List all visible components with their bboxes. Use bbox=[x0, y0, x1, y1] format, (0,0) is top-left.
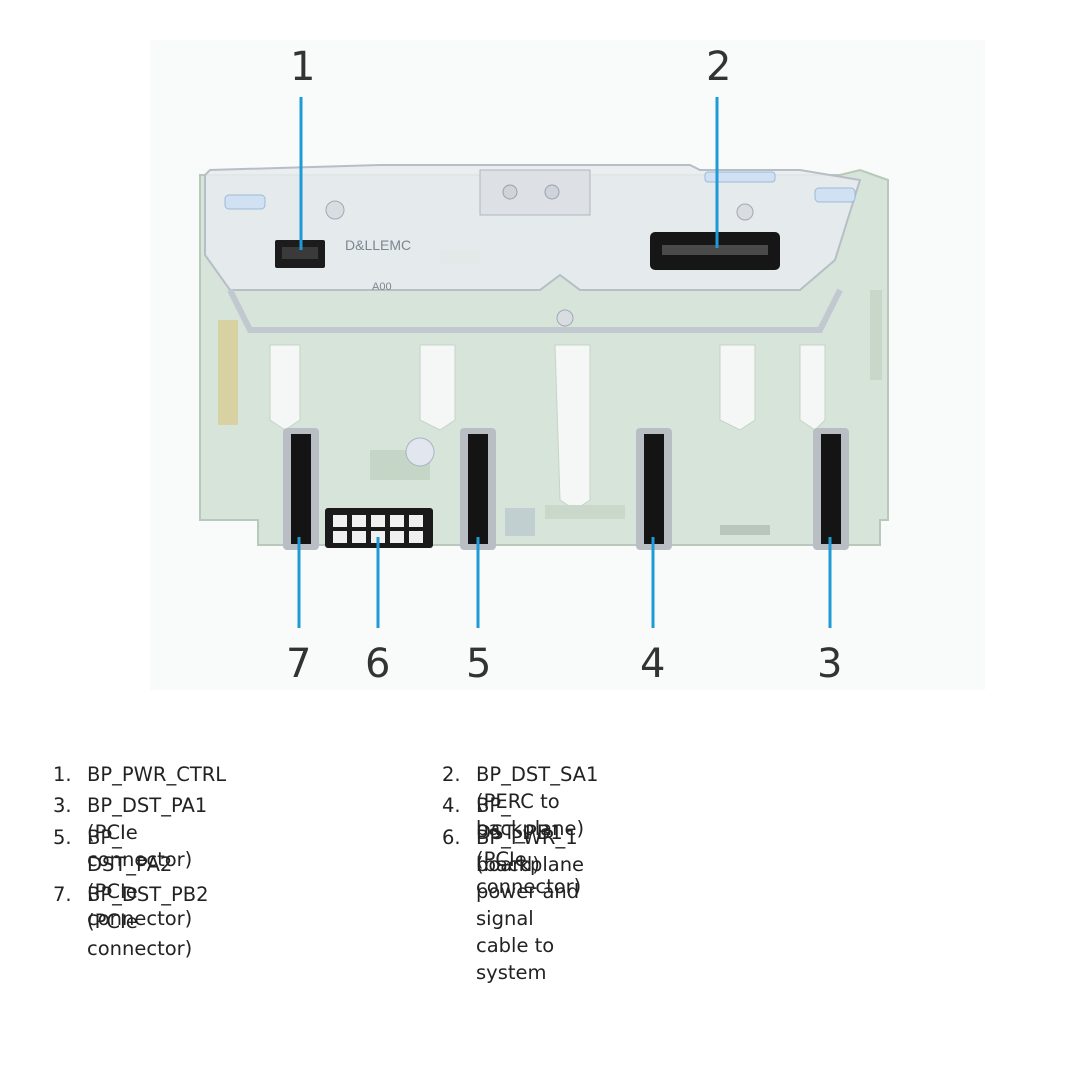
legend-number: 3. bbox=[53, 794, 72, 817]
legend-text: BP_ DST_PB1 (PCIe connector) bbox=[476, 794, 582, 898]
legend-number: 4. bbox=[442, 794, 461, 817]
callout-number-3: 3 bbox=[817, 641, 842, 687]
legend-text: BP_DST_PB2 (PCIe connector) bbox=[87, 883, 209, 960]
legend-number: 7. bbox=[53, 883, 72, 906]
callout-number-5: 5 bbox=[466, 641, 491, 687]
backplane-diagram: D&LLEMC A00 bbox=[199, 44, 889, 687]
brand-label: D&LLEMC bbox=[345, 237, 411, 253]
connector-bp-pwr-1 bbox=[325, 508, 433, 548]
legend-text: BP_PWR_1 (backplane power and signal cab… bbox=[476, 826, 585, 984]
legend-text: BP_PWR_CTRL bbox=[87, 763, 227, 786]
legend-number: 5. bbox=[53, 826, 72, 849]
connector-bp-dst-pb1 bbox=[636, 428, 672, 550]
legend-text: BP_ DST_PA2 (PCIe connector) bbox=[87, 826, 193, 930]
callout-number-7: 7 bbox=[286, 641, 311, 687]
callout-number-2: 2 bbox=[706, 44, 731, 90]
connector-bp-pwr-ctrl bbox=[275, 240, 325, 268]
legend-number: 1. bbox=[53, 763, 72, 786]
legend-number: 6. bbox=[442, 826, 461, 849]
legend-number: 2. bbox=[442, 763, 461, 786]
legend-text: board) bbox=[476, 853, 540, 876]
legend-text: BP_DST_PA1 (PCIe connector) bbox=[87, 794, 208, 871]
callout-number-4: 4 bbox=[640, 641, 665, 687]
callout-number-6: 6 bbox=[365, 641, 390, 687]
connector-bp-dst-pb2 bbox=[283, 428, 319, 550]
connector-bp-dst-sa1 bbox=[650, 232, 780, 270]
board-revision-label: A00 bbox=[372, 281, 392, 293]
callout-number-1: 1 bbox=[290, 44, 315, 90]
legend-text: BP_DST_SA1 (PERC to backplane) bbox=[476, 763, 599, 840]
connector-bp-dst-pa1 bbox=[813, 428, 849, 550]
connector-bp-dst-pa2 bbox=[460, 428, 496, 550]
